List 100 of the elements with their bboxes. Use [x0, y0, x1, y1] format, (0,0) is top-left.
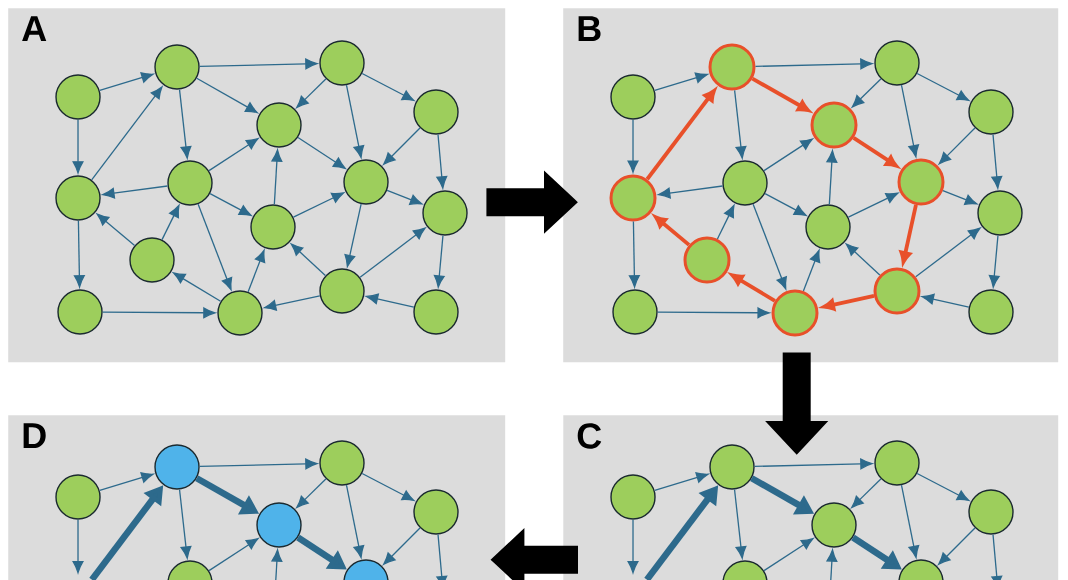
- graph-node: [154, 44, 200, 90]
- arrow: [296, 478, 327, 509]
- arrow: [826, 549, 838, 580]
- arrow: [99, 472, 154, 492]
- graph-node: [167, 160, 213, 206]
- graph-node: [610, 474, 656, 520]
- arrow: [196, 77, 258, 114]
- graph-node: [968, 489, 1014, 535]
- graph-node: [811, 502, 857, 548]
- arrow: [436, 133, 448, 189]
- graph-node: [55, 74, 101, 120]
- arrow: [733, 89, 747, 159]
- graph-node: [129, 237, 175, 283]
- graph-node: [898, 559, 944, 580]
- graph-node: [709, 444, 755, 490]
- graph-node: [413, 89, 459, 135]
- arrow: [383, 527, 421, 565]
- graph-node: [422, 190, 468, 236]
- graph-node: [55, 474, 101, 520]
- arrow: [938, 127, 976, 165]
- arrow: [938, 527, 976, 565]
- arrow: [296, 78, 327, 109]
- arrow: [654, 72, 708, 92]
- arrow: [73, 220, 85, 288]
- graph-node: [319, 40, 365, 86]
- arrow: [72, 519, 84, 574]
- arrow: [851, 78, 882, 108]
- arrow: [900, 484, 920, 559]
- arrow: [733, 488, 747, 559]
- arrow: [845, 243, 881, 276]
- arrow: [72, 119, 84, 174]
- arrow: [763, 138, 813, 172]
- arrow: [763, 538, 814, 572]
- arrow: [102, 185, 169, 199]
- arrow: [178, 488, 192, 559]
- arrow: [208, 538, 259, 572]
- arrow: [386, 189, 423, 205]
- arrow: [199, 58, 318, 70]
- graph-node: [968, 89, 1014, 135]
- arrow: [365, 293, 415, 308]
- arrow: [900, 84, 920, 158]
- arrow: [764, 193, 807, 216]
- arrow: [826, 150, 838, 205]
- arrow: [802, 249, 821, 292]
- arrow: [628, 220, 640, 288]
- graph-node: [343, 559, 389, 580]
- arrow: [752, 203, 787, 290]
- arrow: [627, 119, 639, 173]
- arrow: [361, 72, 415, 102]
- arrow: [361, 472, 415, 502]
- arrow: [345, 84, 365, 159]
- arrow: [91, 86, 163, 181]
- arrow: [344, 203, 362, 268]
- graph-node: [897, 158, 945, 206]
- arrow: [988, 234, 1000, 288]
- arrow: [658, 185, 724, 199]
- graph-node: [256, 502, 302, 548]
- arrow: [172, 272, 222, 302]
- arrow: [991, 533, 1003, 580]
- arrow: [645, 88, 716, 181]
- arrow: [915, 227, 981, 278]
- graph-node: [968, 289, 1014, 335]
- graph-node: [805, 204, 851, 250]
- graph-node: [55, 175, 101, 221]
- arrow: [916, 72, 970, 102]
- arrow: [247, 249, 266, 293]
- graph-node: [319, 268, 365, 314]
- arrow: [942, 189, 978, 205]
- arrow: [199, 458, 318, 470]
- arrow: [96, 213, 136, 247]
- arrow: [433, 234, 445, 288]
- arrow: [436, 533, 448, 580]
- arrow: [654, 472, 709, 492]
- graph-node: [319, 440, 365, 486]
- arrow: [263, 295, 321, 311]
- arrow: [916, 472, 970, 502]
- arrow: [297, 136, 346, 169]
- arrow: [271, 149, 283, 205]
- arrow: [991, 133, 1003, 189]
- arrow: [716, 204, 735, 240]
- arrow: [851, 478, 882, 509]
- arrow: [359, 227, 426, 278]
- graph-node: [873, 267, 921, 315]
- arrow: [208, 138, 259, 172]
- graph-node: [874, 40, 920, 86]
- arrow: [292, 192, 345, 218]
- graph-node: [57, 289, 103, 335]
- arrow: [921, 293, 970, 308]
- graph-node: [722, 160, 768, 206]
- graph-node: [256, 102, 302, 148]
- arrow: [178, 88, 192, 159]
- arrow: [627, 519, 639, 574]
- graph-node: [810, 101, 858, 149]
- arrow: [847, 192, 899, 218]
- graph-node: [413, 289, 459, 335]
- arrow: [653, 215, 691, 247]
- arrow: [345, 484, 365, 559]
- arrow: [290, 243, 326, 277]
- graph-node: [609, 174, 657, 222]
- graph-node: [610, 74, 656, 120]
